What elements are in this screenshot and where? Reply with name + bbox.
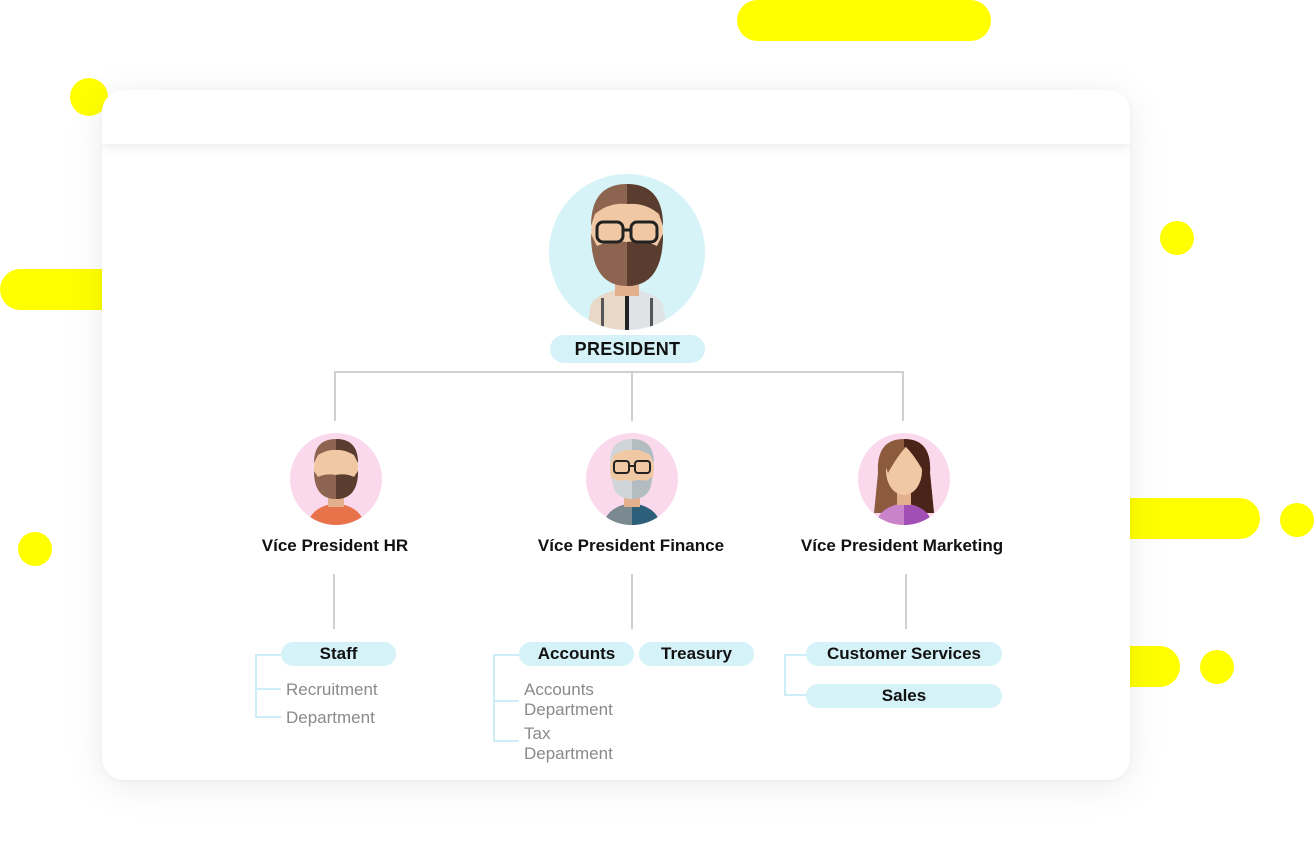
tree-line (255, 716, 281, 718)
yellow-decor-pill-top (737, 0, 991, 41)
tree-line (493, 700, 519, 702)
yellow-decor-dot (1280, 503, 1314, 537)
dept-accounts: Accounts (519, 642, 634, 666)
woman-avatar-icon (874, 439, 934, 525)
vp-marketing-title: Více President Marketing (800, 536, 1004, 555)
president-avatar (549, 174, 705, 330)
bearded-man-glasses-avatar-icon (587, 184, 667, 330)
vp-marketing-avatar (858, 433, 950, 525)
vp-hr-avatar (290, 433, 382, 525)
sub-item-department: Department (286, 708, 375, 727)
connector-vertical (631, 371, 633, 421)
connector-vertical (334, 371, 336, 421)
bearded-man-avatar-icon (308, 439, 364, 525)
tree-line (493, 654, 495, 742)
tree-line (493, 740, 519, 742)
tree-line (784, 654, 786, 696)
vp-finance-avatar (586, 433, 678, 525)
sub-item-accounts-department: Accounts Department (524, 680, 613, 719)
dept-sales: Sales (806, 684, 1002, 708)
vp-finance-title: Více President Finance (537, 536, 725, 555)
dept-treasury: Treasury (639, 642, 754, 666)
connector-horizontal (334, 371, 904, 373)
tree-line (255, 688, 281, 690)
connector-vertical (333, 574, 335, 629)
connector-vertical (902, 371, 904, 421)
sub-item-tax-department: Tax Department (524, 724, 613, 763)
tree-line (784, 654, 806, 656)
tree-line (493, 654, 519, 656)
older-man-glasses-avatar-icon (604, 439, 660, 525)
connector-vertical (631, 574, 633, 629)
yellow-decor-dot (1200, 650, 1234, 684)
tree-line (784, 694, 806, 696)
sub-item-recruitment: Recruitment (286, 680, 378, 699)
dept-customer-services: Customer Services (806, 642, 1002, 666)
vp-hr-title: Více President HR (261, 536, 409, 555)
president-label: PRESIDENT (550, 335, 705, 363)
yellow-decor-dot (18, 532, 52, 566)
tree-line (255, 654, 281, 656)
connector-vertical (905, 574, 907, 629)
dept-staff: Staff (281, 642, 396, 666)
tree-line (255, 654, 257, 718)
org-chart-card: PRESIDENT Více President HR (102, 90, 1130, 780)
yellow-decor-dot (70, 78, 108, 116)
yellow-decor-dot (1160, 221, 1194, 255)
card-header-bar (102, 90, 1130, 144)
